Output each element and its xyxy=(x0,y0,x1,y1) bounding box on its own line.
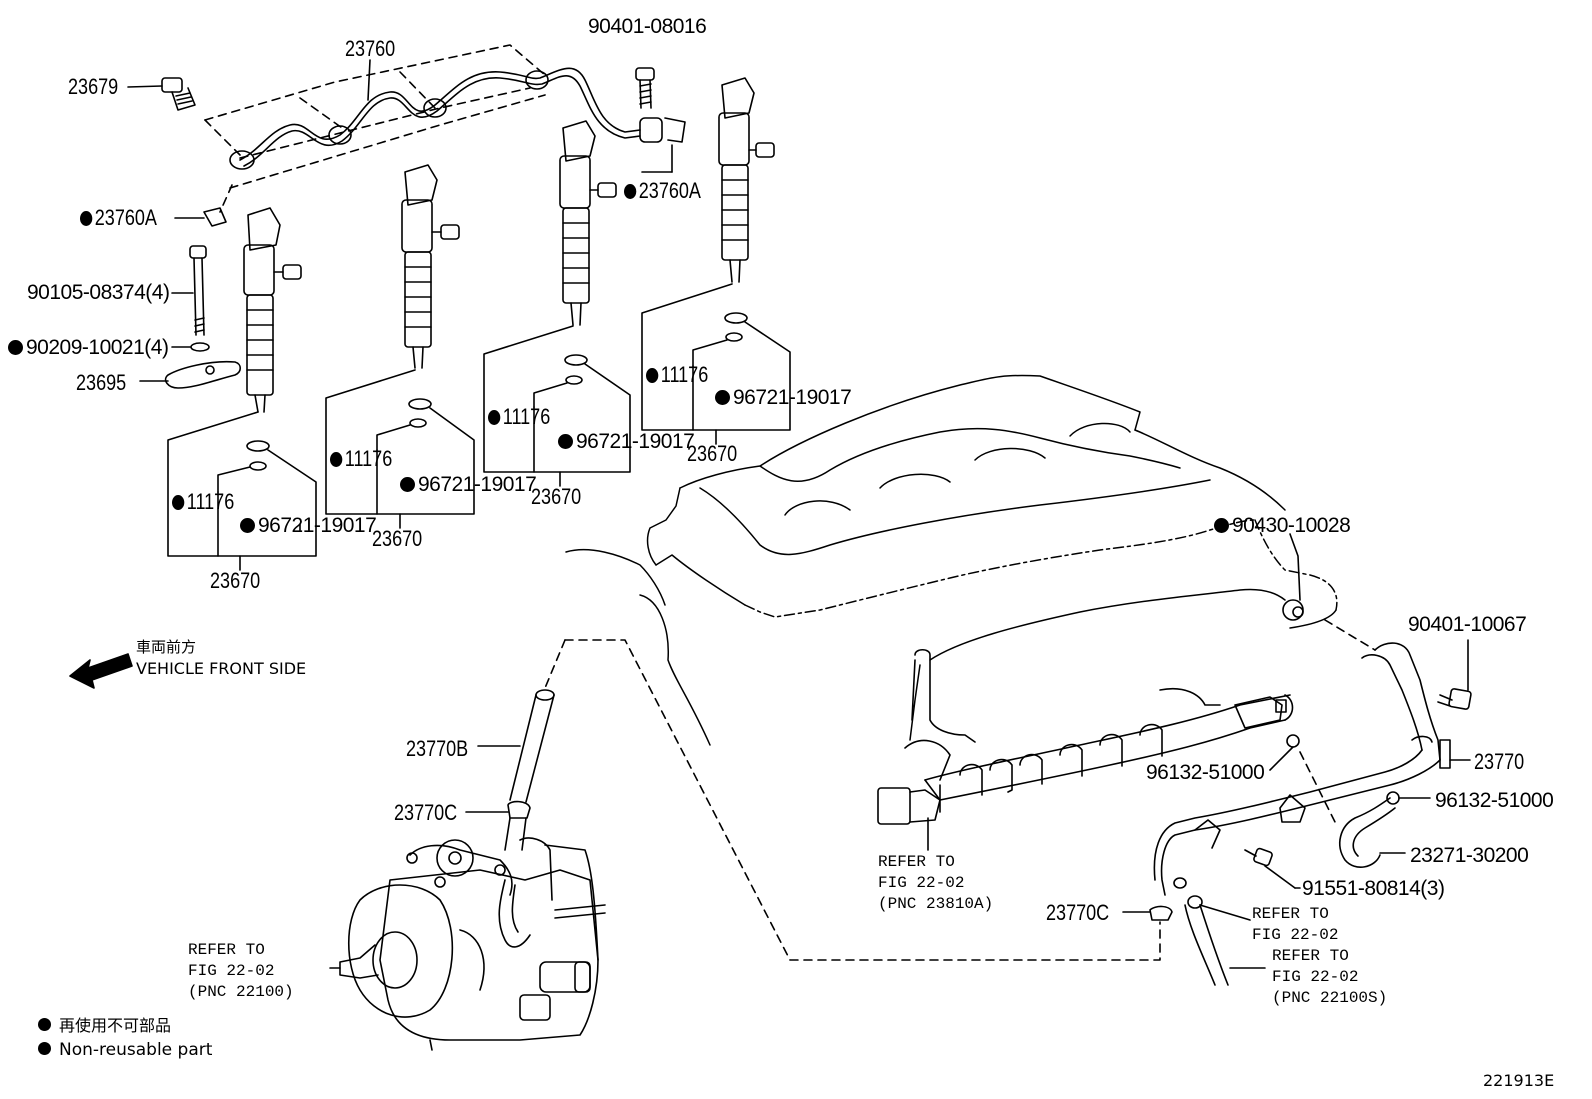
engine-outline xyxy=(565,374,1338,746)
label-23770: 23770 xyxy=(1474,749,1525,774)
label-g3-96721: 96721-19017 xyxy=(558,431,695,452)
refer-pump: REFER TO FIG 22-02 (PNC 22100) xyxy=(188,941,294,1001)
label-g1-23670: 23670 xyxy=(210,568,261,593)
label-g4-23670: 23670 xyxy=(687,441,738,466)
injection-pipe-23760 xyxy=(204,44,686,213)
dashed-leader-pump xyxy=(564,639,1161,961)
hose-23770B xyxy=(465,689,555,851)
label-23695: 23695 xyxy=(76,370,127,395)
label-90209: 90209-10021(4) xyxy=(8,337,169,358)
label-23770B: 23770B xyxy=(406,736,469,761)
direction-en: VEHICLE FRONT SIDE xyxy=(136,659,307,678)
bracket-group-4 xyxy=(641,283,791,445)
washer-90209-10021 xyxy=(171,342,210,352)
label-23760A-top: 23760A xyxy=(624,180,701,202)
label-23760A-left: 23760A xyxy=(80,207,157,229)
bolt-23679 xyxy=(161,77,196,111)
legend-en: Non-reusable part xyxy=(38,1042,212,1059)
injector-1 xyxy=(243,207,302,471)
figure-id: 221913E xyxy=(1483,1071,1555,1090)
label-g1-96721: 96721-19017 xyxy=(240,515,377,536)
bracket-group-3 xyxy=(483,325,631,487)
refer-hose-2: REFER TO FIG 22-02 (PNC 22100S) xyxy=(1272,947,1388,1007)
label-91551: 91551-80814(3) xyxy=(1302,877,1445,900)
legend-jp: 再使用不可部品 xyxy=(38,1018,171,1034)
dashed-leader-hose xyxy=(544,639,566,689)
label-96132-a: 96132-51000 xyxy=(1146,761,1265,784)
vehicle-front-arrow xyxy=(69,653,133,689)
injector-4 xyxy=(718,77,775,342)
label-g4-11176: 11176 xyxy=(646,364,708,386)
label-g2-11176: 11176 xyxy=(330,448,392,470)
label-g2-23670: 23670 xyxy=(372,526,423,551)
supply-pump xyxy=(329,837,606,1051)
label-g2-96721: 96721-19017 xyxy=(400,474,537,495)
bolt-90105-08374 xyxy=(171,245,207,336)
direction-jp: 車両前方 xyxy=(136,638,197,656)
label-g3-11176: 11176 xyxy=(488,406,550,428)
label-g3-23670: 23670 xyxy=(531,484,582,509)
refer-hose-1: REFER TO FIG 22-02 xyxy=(1252,905,1339,944)
label-90401-08016: 90401-08016 xyxy=(588,15,707,38)
leader-lines xyxy=(127,59,371,219)
label-23760: 23760 xyxy=(345,36,396,61)
fuel-pipe-23770 xyxy=(1122,642,1471,986)
label-g1-11176: 11176 xyxy=(172,491,234,513)
injector-2 xyxy=(401,164,460,428)
label-90105: 90105-08374(4) xyxy=(27,281,170,304)
refer-rail: REFER TO FIG 22-02 (PNC 23810A) xyxy=(878,853,994,913)
common-rail xyxy=(877,648,1294,851)
clamp-23695 xyxy=(139,360,242,389)
plug-90430-10028 xyxy=(1282,533,1376,651)
label-g4-96721: 96721-19017 xyxy=(715,387,852,408)
bolt-90401-08016 xyxy=(635,67,673,173)
bracket-group-2 xyxy=(325,369,475,529)
label-23271: 23271-30200 xyxy=(1410,844,1529,867)
injector-3 xyxy=(559,120,617,385)
label-23770C-bot: 23770C xyxy=(1046,900,1110,925)
label-23679: 23679 xyxy=(68,74,119,99)
bolt-90401-10067 xyxy=(1437,639,1472,710)
label-23770C-top: 23770C xyxy=(394,800,458,825)
clamp-23760A-left xyxy=(203,207,227,227)
label-90401-10067: 90401-10067 xyxy=(1408,613,1527,636)
label-90430: 90430-10028 xyxy=(1214,515,1351,536)
bracket-group-1 xyxy=(167,411,317,571)
label-96132-b: 96132-51000 xyxy=(1435,789,1554,812)
